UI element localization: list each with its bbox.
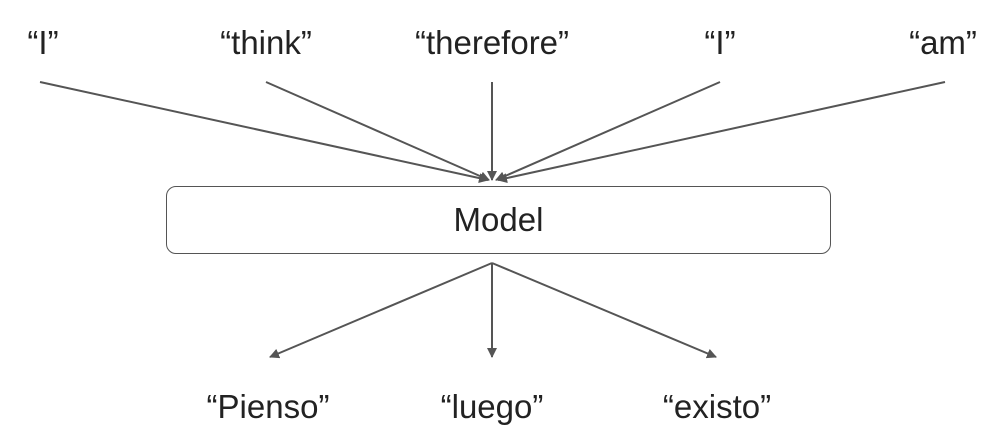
input-token-think: “think”	[220, 24, 312, 61]
input-arrow-4	[495, 81, 721, 181]
input-token-i: “I”	[27, 24, 59, 61]
input-token-am: “am”	[909, 24, 977, 61]
input-token-i-second: “I”	[704, 24, 736, 61]
output-token-existo: “existo”	[662, 388, 772, 425]
output-arrow-3	[491, 262, 717, 359]
input-arrow-2	[265, 81, 490, 181]
input-arrow-5	[497, 81, 946, 183]
model-label: Model	[453, 201, 544, 238]
output-token-pienso: “Pienso”	[206, 388, 330, 425]
model-box: Model	[166, 186, 831, 254]
input-token-therefore: “therefore”	[414, 24, 570, 61]
output-arrow-1	[269, 262, 493, 359]
output-token-luego: “luego”	[440, 388, 544, 425]
input-arrow-1	[39, 81, 489, 183]
